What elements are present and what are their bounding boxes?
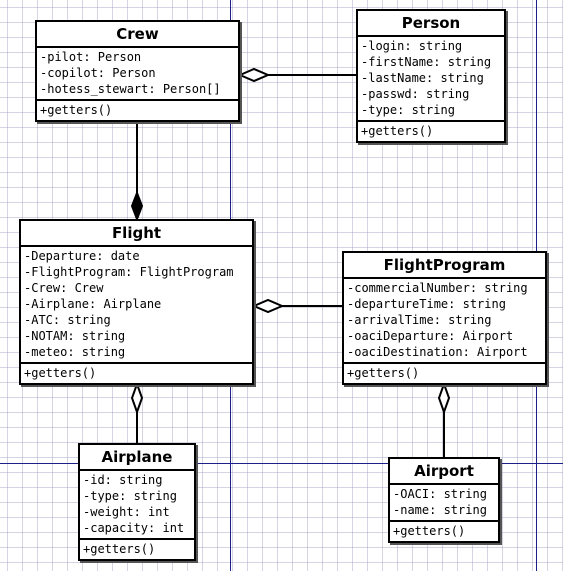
attribute-row: -departureTime: string [347,297,506,311]
aggregation-diamond [437,381,451,415]
aggregation-diamond [130,381,144,415]
attribute-row: -firstName: string [361,55,492,69]
attribute-row: -name: string [393,503,487,517]
composition-diamond [130,190,144,222]
attribute-row: -type: string [83,489,177,503]
operation-compartment: +getters() [358,122,504,141]
attribute-row: -weight: int [83,505,170,519]
operation-row: +getters() [361,124,434,138]
class-name: Airplane [80,445,194,471]
attribute-compartment: -login: string -firstName: string -lastNam… [358,37,504,122]
class-flightprogram[interactable]: FlightProgram -commercialNumber: string -d… [342,251,547,385]
class-person[interactable]: Person-login: string-firstName: string-l… [356,9,506,143]
page-border-line [0,463,563,464]
class-name: FlightProgram [344,253,545,279]
attribute-row: -capacity: int [83,521,185,535]
operation-row: +getters() [83,542,156,556]
class-airport[interactable]: Airport -OACI: string -name: string +getter… [388,457,500,543]
operation-row: +getters() [40,103,113,117]
class-name: Person [358,11,504,37]
class-airplane[interactable]: Airplane -id: string -type: string -weight:… [78,443,196,561]
aggregation-diamond [237,67,271,83]
attribute-row: -FlightProgram: FlightProgram [24,265,234,279]
operation-compartment: +getters() [37,101,238,120]
class-crew[interactable]: Crew -pilot: Person -copilot: Person -hotes… [35,20,240,122]
attribute-row: -Airplane: Airplane [24,297,162,311]
operation-compartment: +getters() [390,522,498,541]
attribute-row: -oaciDestination: Airport [347,345,528,359]
attribute-row: -hotess_stewart: Person[] [40,82,221,96]
attribute-row: -type: string [361,103,455,117]
attribute-compartment: -Departure: date -FlightProgram: FlightPr… [21,247,252,364]
attribute-row: -login: string [361,39,463,53]
attribute-row: -copilot: Person [40,66,156,80]
operation-row: +getters() [393,524,466,538]
attribute-row: -oaciDeparture: Airport [347,329,514,343]
attribute-row: -commercialNumber: string [347,281,528,295]
class-name: Airport [390,459,498,485]
aggregation-diamond [251,298,285,314]
attribute-row: -lastName: string [361,71,484,85]
attribute-row: -id: string [83,473,163,487]
attribute-row: -OACI: string [393,487,487,501]
attribute-row: -Crew: Crew [24,281,104,295]
attribute-row: -meteo: string [24,345,126,359]
attribute-row: -pilot: Person [40,50,142,64]
operation-compartment: +getters() [80,540,194,559]
attribute-compartment: -pilot: Person -copilot: Person -hotess_st… [37,48,238,101]
attribute-row: -NOTAM: string [24,329,126,343]
class-name: Flight [21,221,252,247]
attribute-compartment: -commercialNumber: string -departureTime:… [344,279,545,364]
attribute-compartment: -OACI: string -name: string [390,485,498,522]
attribute-row: -passwd: string [361,87,470,101]
class-flight[interactable]: Flight -Departure: date -FlightProgram: Fl… [19,219,254,385]
attribute-row: -ATC: string [24,313,111,327]
operation-row: +getters() [347,366,420,380]
operation-compartment: +getters() [21,364,252,383]
operation-row: +getters() [24,366,97,380]
class-name: Crew [37,22,238,48]
attribute-row: -Departure: date [24,249,140,263]
attribute-compartment: -id: string -type: string -weight: int -cap… [80,471,194,540]
operation-compartment: +getters() [344,364,545,383]
attribute-row: -arrivalTime: string [347,313,492,327]
